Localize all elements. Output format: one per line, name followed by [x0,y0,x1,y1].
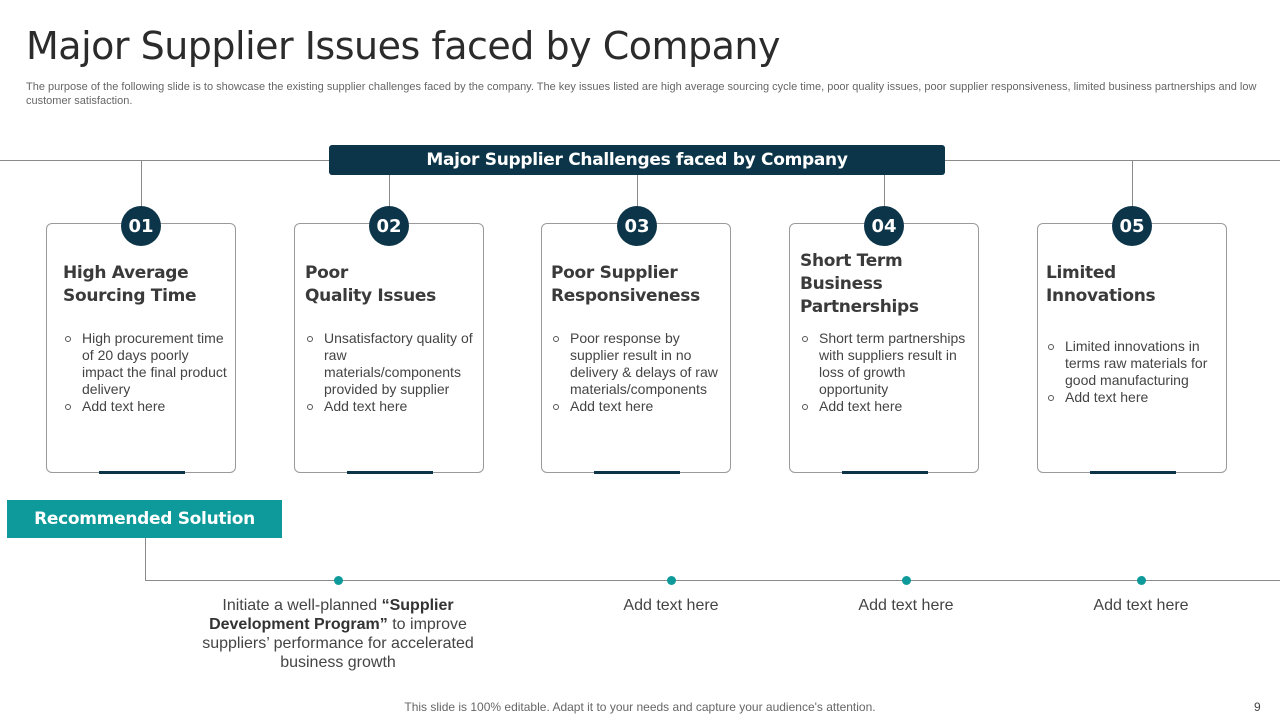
card-accent-bar [842,471,928,474]
card-accent-bar [1090,471,1176,474]
solution-item-4: Add text here [1093,597,1189,614]
title-line: Business [800,274,883,294]
challenge-number-01: 01 [121,206,161,246]
bullet-item: Unsatisfactory quality of raw materials/… [305,330,473,398]
card-connector-02 [389,174,390,208]
page-title: Major Supplier Issues faced by Company [26,24,780,68]
challenge-card-04: Short Term Business Partnerships Short t… [789,223,979,474]
bullet-item: Add text here [305,398,473,415]
solution-main-text: Initiate a well-planned “Supplier Develo… [198,596,478,672]
title-line: High Average [63,263,189,283]
solution-dot-2 [667,576,676,585]
title-line: Limited [1046,263,1116,283]
bullet-item: Limited innovations in terms raw materia… [1046,338,1216,389]
title-line: Responsiveness [551,286,700,306]
page-number: 9 [1254,700,1261,714]
top-connector-line-right [944,160,1280,161]
bullet-item: Poor response by supplier result in no d… [551,330,719,398]
bullet-item: Short term partnerships with suppliers r… [800,330,968,398]
page-subtitle: The purpose of the following slide is to… [26,81,1257,107]
card-connector-04 [884,174,885,208]
title-line: Sourcing Time [63,286,197,306]
challenge-card-01: High Average Sourcing Time High procurem… [46,223,236,474]
bullet-item: Add text here [63,398,231,415]
challenge-card-03: Poor Supplier Responsiveness Poor respon… [541,223,731,474]
challenge-number-02: 02 [369,206,409,246]
challenge-bullets-04: Short term partnerships with suppliers r… [800,330,968,415]
title-line: Short Term [800,251,903,271]
recommended-solution-label: Recommended Solution [7,500,282,538]
bullet-item: Add text here [800,398,968,415]
solution-text-bold: “Supplier Development Program” [209,597,454,633]
challenge-number-05: 05 [1112,206,1152,246]
bullet-item: Add text here [1046,389,1216,406]
challenge-bullets-02: Unsatisfactory quality of raw materials/… [305,330,473,415]
solution-item-3: Add text here [858,597,954,614]
solution-dot-1 [334,576,343,585]
solution-text-prefix: Initiate a well-planned [222,597,382,614]
card-connector-05 [1132,160,1133,208]
challenge-title-05: Limited Innovations [1046,262,1216,308]
solution-text-suffix: to improve suppliers’ performance for ac… [202,616,474,671]
top-connector-line-left [0,160,330,161]
card-accent-bar [594,471,680,474]
challenge-number-03: 03 [617,206,657,246]
challenge-title-04: Short Term Business Partnerships [800,250,970,319]
bullet-item: High procurement time of 20 days poorly … [63,330,231,398]
challenge-card-02: Poor Quality Issues Unsatisfactory quali… [294,223,484,474]
card-accent-bar [99,471,185,474]
challenge-number-04: 04 [864,206,904,246]
footer-note: This slide is 100% editable. Adapt it to… [404,700,876,714]
card-connector-03 [637,174,638,208]
challenge-title-01: High Average Sourcing Time [63,262,233,308]
card-accent-bar [347,471,433,474]
challenge-title-03: Poor Supplier Responsiveness [551,262,721,308]
title-line: Innovations [1046,286,1156,306]
title-line: Quality Issues [305,286,436,306]
bullet-item: Add text here [551,398,719,415]
solution-dot-3 [902,576,911,585]
challenge-bullets-05: Limited innovations in terms raw materia… [1046,338,1216,406]
challenge-bullets-01: High procurement time of 20 days poorly … [63,330,231,415]
title-line: Partnerships [800,297,919,317]
solution-timeline [145,580,1280,581]
challenge-bullets-03: Poor response by supplier result in no d… [551,330,719,415]
challenge-title-02: Poor Quality Issues [305,262,475,308]
solution-connector-vertical [145,538,146,581]
solution-dot-4 [1137,576,1146,585]
challenges-banner: Major Supplier Challenges faced by Compa… [329,145,945,175]
challenge-card-05: Limited Innovations Limited innovations … [1037,223,1227,474]
solution-item-2: Add text here [623,597,719,614]
title-line: Poor [305,263,349,283]
title-line: Poor Supplier [551,263,678,283]
card-connector-01 [141,160,142,208]
